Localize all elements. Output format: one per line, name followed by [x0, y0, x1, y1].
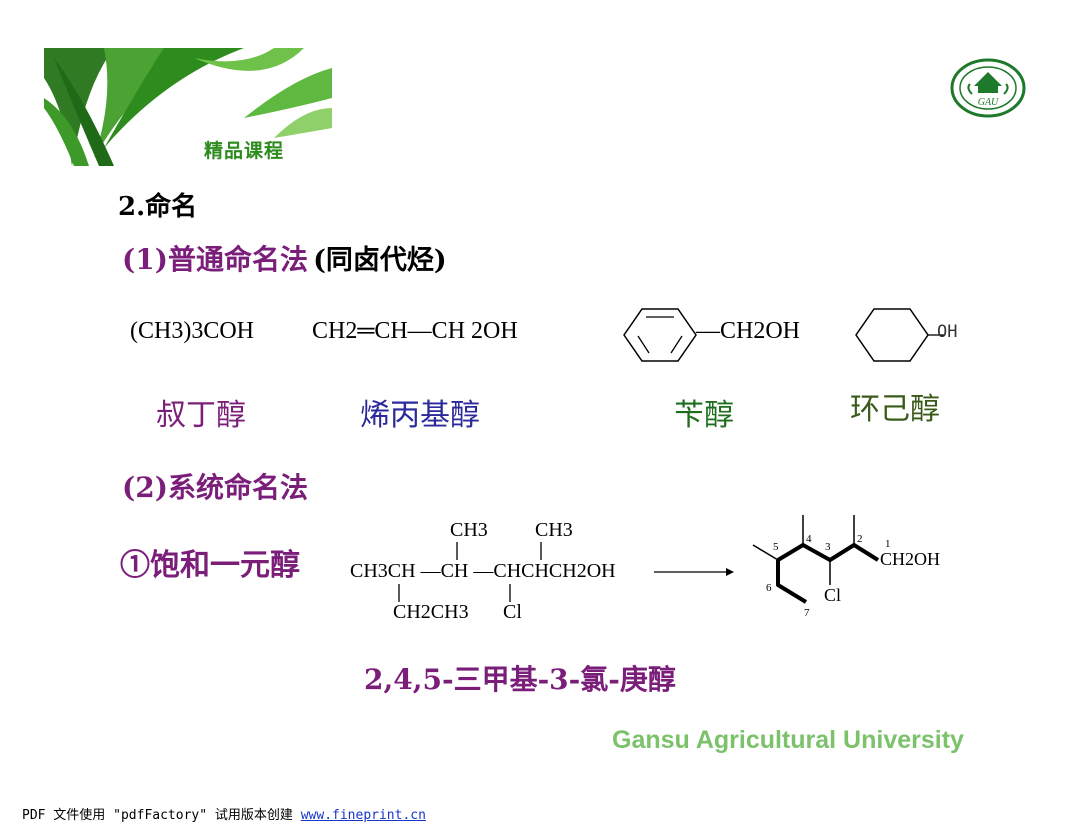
carbon-number-1: 1 — [885, 538, 891, 550]
formula-benzyl: —CH2OH — [696, 318, 801, 344]
subsection1-title: (1)普通命名法 — [122, 243, 308, 276]
carbon-number-3: 3 — [825, 541, 831, 553]
subsection1-heading: (1)普通命名法 (同卤代烃) — [122, 238, 447, 278]
formula-tert-butanol: (CH3)3COH — [130, 318, 254, 344]
condensed-formula: CH3 CH3 CH3CH —CH —CHCHCH2OH CH2CH3 Cl — [350, 519, 616, 623]
leaf-banner — [44, 48, 332, 166]
carbon-number-4: 4 — [806, 533, 812, 545]
methyl-top-a: CH3 — [450, 519, 488, 541]
name-allyl-alcohol: 烯丙基醇 — [360, 398, 480, 433]
carbon-number-2: 2 — [857, 533, 863, 545]
benzene-ring — [623, 308, 697, 362]
section-title: 2.命名 — [118, 192, 198, 222]
skeletal-cl: Cl — [824, 585, 841, 605]
formula-allyl-alcohol: CH2═CH—CH 2OH — [312, 318, 518, 344]
carbon-number-5: 5 — [773, 541, 779, 553]
pdf-footer-link[interactable]: www.fineprint.cn — [300, 808, 426, 823]
cyclohexane-ring — [855, 308, 944, 362]
skeletal-formula: Cl CH2OH 1 2 3 4 5 6 7 — [752, 515, 940, 619]
gau-seal-icon: GAU — [950, 58, 1026, 118]
ethyl-substituent: CH2CH3 — [393, 601, 469, 623]
leaf-image — [44, 48, 332, 166]
methyl-top-b: CH3 — [535, 519, 573, 541]
banner-caption: 精品课程 — [204, 140, 285, 162]
gau-logo: GAU — [950, 58, 1026, 118]
chloro-substituent: Cl — [503, 601, 522, 623]
carbon-number-6: 6 — [766, 582, 772, 594]
name-tert-butanol: 叔丁醇 — [156, 398, 246, 433]
skeletal-ch2oh: CH2OH — [880, 549, 940, 569]
subsection1-note: (同卤代烃) — [313, 245, 447, 276]
saturated-alcohol-label: ①饱和一元醇 — [120, 548, 300, 583]
arrow-icon — [654, 568, 734, 576]
name-benzyl-alcohol: 苄醇 — [674, 398, 734, 433]
name-cyclohexanol: 环己醇 — [850, 392, 940, 427]
formula-cyclohexanol-oh: OH — [937, 322, 958, 342]
subsection2-title: (2)系统命名法 — [122, 471, 308, 504]
logo-text: GAU — [978, 97, 999, 108]
iupac-name: 2,4,5-三甲基-3-氯-庚醇 — [364, 663, 676, 696]
pdf-footer: PDF 文件使用 "pdfFactory" 试用版本创建 www.finepri… — [22, 804, 426, 823]
pdf-footer-text: PDF 文件使用 "pdfFactory" 试用版本创建 — [22, 808, 301, 823]
main-chain: CH3CH —CH —CHCHCH2OH — [350, 560, 616, 582]
university-name: Gansu Agricultural University — [612, 726, 964, 754]
carbon-number-7: 7 — [804, 607, 810, 619]
